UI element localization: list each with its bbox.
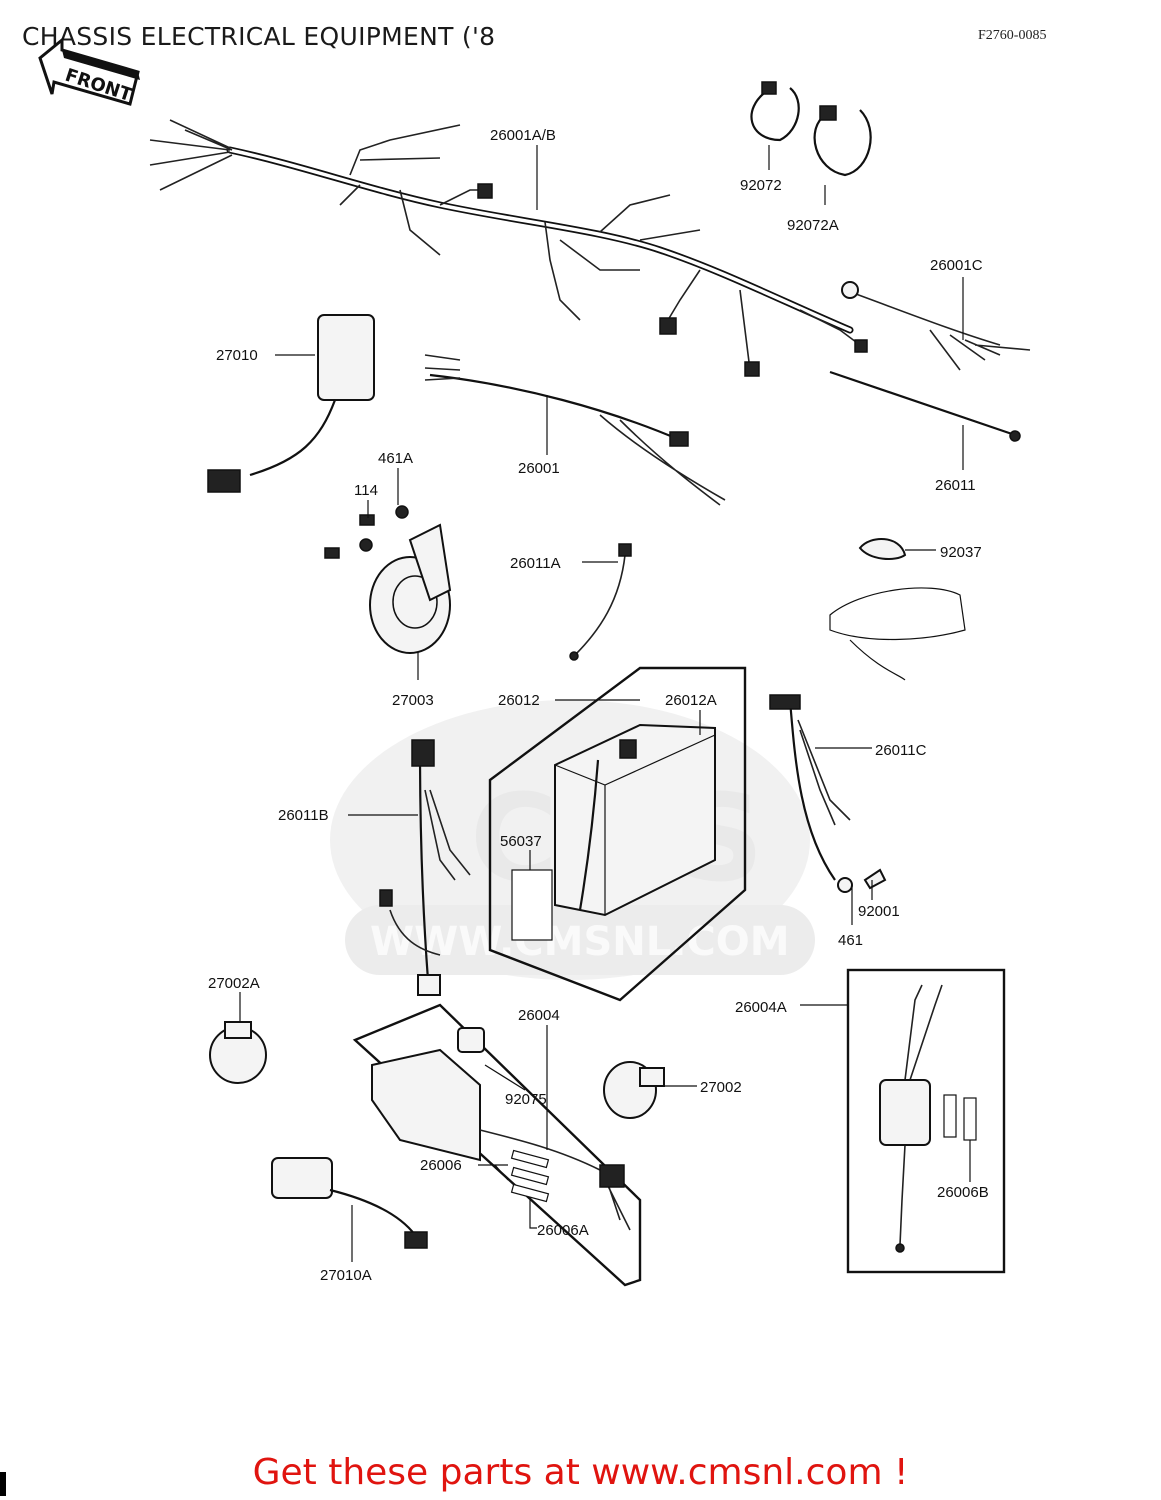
part-label-27010: 27010 xyxy=(216,347,258,364)
clamp-92037 xyxy=(829,537,966,681)
part-label-92075: 92075 xyxy=(505,1091,547,1108)
relay-27010 xyxy=(207,314,375,493)
part-label-26011a: 26011A xyxy=(510,555,561,572)
part-label-26011b: 26011B xyxy=(278,807,329,824)
relay-27002 xyxy=(603,1061,665,1119)
part-label-26012: 26012 xyxy=(498,692,540,709)
part-label-26001ab: 26001A/B xyxy=(490,127,556,144)
wire-tie-92072 xyxy=(750,81,872,177)
part-label-26001c: 26001C xyxy=(930,257,983,274)
main-wiring-harness xyxy=(149,119,868,377)
part-label-27010a: 27010A xyxy=(320,1267,372,1284)
part-label-92072a: 92072A xyxy=(787,217,839,234)
lead-26011a xyxy=(569,543,632,661)
horn-27003 xyxy=(324,505,452,654)
part-label-27002: 27002 xyxy=(700,1079,742,1096)
part-label-26001: 26001 xyxy=(518,460,560,477)
part-label-92072: 92072 xyxy=(740,177,782,194)
lead-26011b xyxy=(379,739,471,996)
harness-26001 xyxy=(424,354,726,506)
front-arrow-icon: FRONT xyxy=(38,36,140,106)
part-label-26006b: 26006B xyxy=(937,1184,989,1201)
footer-cta[interactable]: Get these parts at www.cmsnl.com ! xyxy=(0,1452,1161,1493)
diagram-title: CHASSIS ELECTRICAL EQUIPMENT ('8 xyxy=(22,22,496,51)
part-label-26011: 26011 xyxy=(935,477,976,494)
lead-26011 xyxy=(829,370,1021,442)
part-label-114: 114 xyxy=(354,482,378,499)
part-label-26006: 26006 xyxy=(420,1157,462,1174)
part-label-26012a: 26012A xyxy=(665,692,717,709)
battery-group xyxy=(488,666,747,1002)
lead-26011c xyxy=(769,694,887,893)
fuse-holder-group xyxy=(846,968,1006,1274)
part-label-27003: 27003 xyxy=(392,692,434,709)
part-label-26004a: 26004A xyxy=(735,999,787,1016)
footer-cta-link[interactable]: Get these parts at www.cmsnl.com ! xyxy=(252,1452,909,1493)
relay-27010a xyxy=(271,1157,428,1249)
part-label-26011c: 26011C xyxy=(875,742,927,759)
corner-mark xyxy=(0,1472,6,1496)
part-label-26006a: 26006A xyxy=(537,1222,589,1239)
watermark-url: WWW.CMSNL.COM xyxy=(370,919,790,965)
part-label-461: 461 xyxy=(838,932,863,949)
part-label-461a: 461A xyxy=(378,450,413,467)
part-label-92001: 92001 xyxy=(858,903,900,920)
part-label-92037: 92037 xyxy=(940,544,982,561)
diagram-code: F2760-0085 xyxy=(978,28,1047,43)
part-labels: 26001A/B 92072 92072A 26001C 27010 26001… xyxy=(208,127,989,1284)
part-label-56037: 56037 xyxy=(500,833,542,850)
leader-lines xyxy=(239,145,971,1262)
fuse-box-group xyxy=(352,1003,642,1287)
part-label-27002a: 27002A xyxy=(208,975,260,992)
sub-harness-26001c xyxy=(841,281,1031,371)
relay-27002a xyxy=(209,1021,267,1084)
part-label-26004: 26004 xyxy=(518,1007,560,1024)
